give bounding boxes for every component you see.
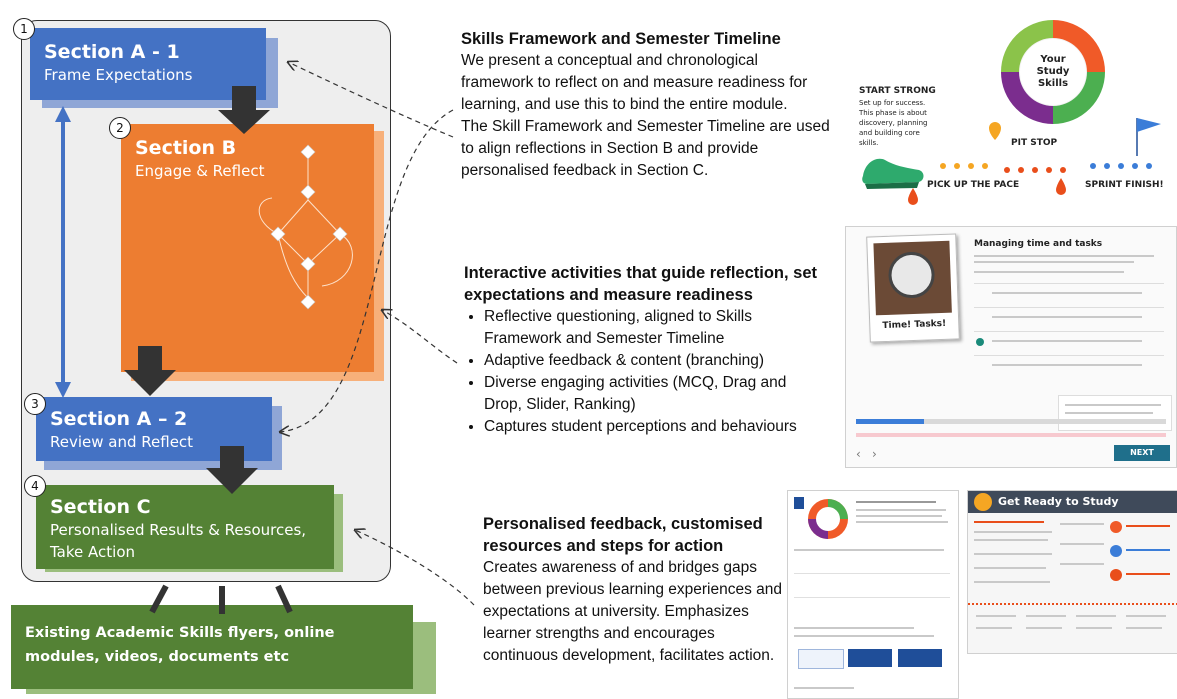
prev-arrow-icon[interactable]: ‹ [856,447,861,461]
section-b-subtitle: Engage & Reflect [135,162,265,180]
resources-box: Existing Academic Skills flyers, online … [11,605,413,689]
status-dot-icon [1110,569,1122,581]
timeline-track [940,163,1152,173]
status-dot-icon [1110,545,1122,557]
drop-icon [1056,178,1066,195]
section-c-title: Section C [50,496,151,518]
photo-caption: Time! Tasks! [882,318,947,332]
progress-fill [856,419,924,424]
activity-screenshot: Time! Tasks! Managing time and tasks ‹ ›… [845,226,1177,468]
clock-photo: Time! Tasks! [866,233,960,343]
section-a1-title: Section A - 1 [44,41,180,63]
start-strong-label: START STRONG [859,86,936,96]
resource-button[interactable] [798,649,844,669]
panel-framework: Skills Framework and Semester Timeline W… [461,28,833,182]
panel-activities-bullet: Reflective questioning, aligned to Skill… [484,306,824,350]
drop-icon [908,188,918,205]
panel-activities-bullet: Adaptive feedback & content (branching) [484,350,824,372]
sprint-finish-label: SPRINT FINISH! [1085,180,1164,190]
panel-activities-heading: Interactive activities that guide reflec… [464,264,818,304]
report-logo-icon [974,493,992,511]
panel-activities-bullet: Captures student perceptions and behavio… [484,416,824,438]
section-a1-subtitle: Frame Expectations [44,66,193,84]
dashed-connector-activities-b [382,310,458,364]
resource-button[interactable] [848,649,892,667]
section-b-number: 2 [109,117,131,139]
section-a2-title: Section A – 2 [50,408,188,430]
panel-feedback-heading: Personalised feedback, customised resour… [483,515,763,555]
section-b-box: Section B Engage & Reflect [121,124,374,372]
connector-c-resources-1 [149,584,169,614]
panel-activities-bullet: Diverse engaging activities (MCQ, Drag a… [484,372,824,416]
pit-stop-label: PIT STOP [1011,138,1058,148]
section-c-number: 4 [24,475,46,497]
report-title: Get Ready to Study [998,495,1119,508]
timeline-image: Your Study Skills START STRONG Set up fo… [855,10,1175,215]
panel-activities-bullets: Reflective questioning, aligned to Skill… [464,306,824,438]
panel-framework-para2: The Skill Framework and Semester Timelin… [461,118,830,179]
panel-feedback: Personalised feedback, customised resour… [483,513,783,667]
section-c-box: Section C Personalised Results & Resourc… [36,485,334,569]
running-shoe-icon [862,158,924,184]
pick-up-pace-label: PICK UP THE PACE [927,180,1020,190]
skills-wheel-graphic [862,20,1161,205]
dashed-connector-feedback-c [355,530,475,606]
dashed-connector-framework-a2 [280,109,454,432]
dashed-connector-framework-a1 [288,62,454,138]
get-ready-report-screenshot: Get Ready to Study [967,490,1177,654]
feedback-popup [1058,395,1172,431]
connector-c-resources-3 [275,584,293,614]
option-row[interactable] [974,307,1164,330]
profile-report-screenshot [787,490,959,699]
section-a1-number: 1 [13,18,35,40]
option-row[interactable] [974,331,1164,354]
option-row[interactable] [974,283,1164,306]
progress-track [856,419,1166,424]
next-button[interactable]: NEXT [1114,445,1170,461]
arrow-a1-to-b [218,86,270,134]
activity-title: Managing time and tasks [974,239,1103,249]
arrow-b-to-a2 [124,346,176,396]
section-a1-box: Section A - 1 Frame Expectations [30,28,266,100]
panel-framework-para1: We present a conceptual and chronologica… [461,52,808,113]
selected-radio-icon [976,338,984,346]
branching-flowchart-icon [258,152,353,302]
panel-feedback-body: Creates awareness of and bridges gaps be… [483,559,783,664]
section-a2-subtitle: Review and Reflect [50,433,194,451]
status-dot-icon [1110,521,1122,533]
start-strong-desc: Set up for success. This phase is about … [859,99,928,147]
section-a2-number: 3 [24,393,46,415]
next-arrow-icon[interactable]: › [872,447,877,461]
finish-flag-icon [1137,118,1161,132]
study-profile-wheel-icon [808,499,848,539]
wheel-center-label: Your Study Skills [1036,54,1070,89]
section-c-subtitle: Personalised Results & Resources, Take A… [50,521,307,561]
option-row[interactable] [974,355,1164,378]
panel-activities: Interactive activities that guide reflec… [464,262,824,438]
resource-button[interactable] [898,649,942,667]
section-b-title: Section B [135,137,237,159]
arrow-a2-to-c [206,446,258,494]
panel-framework-heading: Skills Framework and Semester Timeline [461,30,781,48]
pit-stop-pin-icon [989,122,1001,140]
resources-label: Existing Academic Skills flyers, online … [25,625,335,665]
